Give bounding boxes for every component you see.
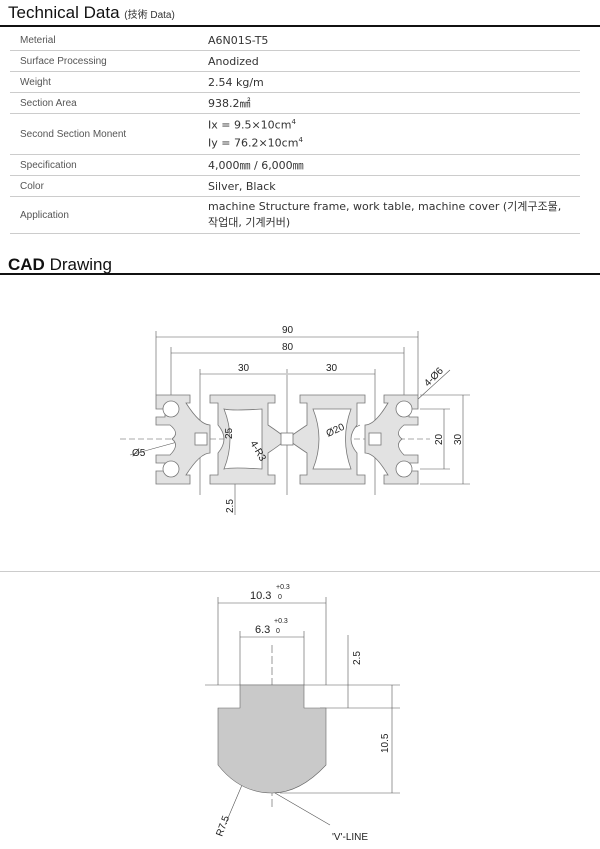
tolerance: +0.3 <box>274 618 288 625</box>
iy-value: Iy = 76.2×10cm <box>208 136 299 150</box>
dim-20: 20 <box>434 433 445 445</box>
ix-value: Ix = 9.5×10cm <box>208 119 292 132</box>
dim-25: 25 <box>224 427 235 439</box>
row-label: Section Area <box>10 92 198 114</box>
technical-data-heading: Technical Data (技術 Data) <box>8 3 175 22</box>
tolerance: 0 <box>276 628 280 635</box>
cad-drawing-heading: CAD Drawing <box>8 255 112 274</box>
tolerance: +0.3 <box>276 584 290 591</box>
dim-10-3: 10.3 <box>250 590 271 602</box>
row-label: Specification <box>10 154 198 176</box>
dim-10-5: 10.5 <box>380 733 391 753</box>
tolerance: 0 <box>278 594 282 601</box>
dim-4-d6: 4-Ø6 <box>422 365 446 389</box>
divider <box>0 571 600 572</box>
exponent: 4 <box>298 136 303 144</box>
dim-d5: Ø5 <box>132 448 146 459</box>
row-value: 938.2㎟ <box>198 92 580 114</box>
divider <box>0 25 600 27</box>
dim-r7-5: R7.5 <box>214 814 232 838</box>
row-value: 2.54 kg/m <box>198 71 580 93</box>
t-slot-shape <box>217 684 327 794</box>
profile-cross-section-drawing: 90 80 30 30 4-Ø6 Ø5 25 4-R3 Ø20 20 30 2.… <box>120 325 470 515</box>
dim-80: 80 <box>282 342 294 353</box>
dim-2-5: 2.5 <box>225 499 236 513</box>
row-value: A6N01S-T5 <box>198 30 580 51</box>
exponent: 4 <box>291 118 296 127</box>
row-value: Anodized <box>198 50 580 72</box>
row-label: Meterial <box>10 30 198 51</box>
dim-30: 30 <box>238 363 250 374</box>
v-line-label: 'V'-LINE <box>332 832 368 843</box>
row-label: Application <box>10 196 198 234</box>
dim-30-height: 30 <box>453 433 464 445</box>
t-slot-detail-drawing: 10.3 +0.3 0 6.3 +0.3 0 2.5 10.5 R7.5 'V'… <box>205 584 400 843</box>
row-label: Surface Processing <box>10 50 198 72</box>
dim-6-3: 6.3 <box>255 624 270 636</box>
row-label: Color <box>10 175 198 197</box>
dim-2-5: 2.5 <box>352 651 363 665</box>
row-value: machine Structure frame, work table, mac… <box>198 196 580 234</box>
row-label: Second Section Monent <box>10 113 198 155</box>
row-value: Silver, Black <box>198 175 580 197</box>
dim-30: 30 <box>326 363 338 374</box>
row-label: Weight <box>10 71 198 93</box>
dim-90: 90 <box>282 325 294 336</box>
divider <box>0 273 600 275</box>
row-value: 4,000㎜ / 6,000㎜ <box>198 154 580 176</box>
